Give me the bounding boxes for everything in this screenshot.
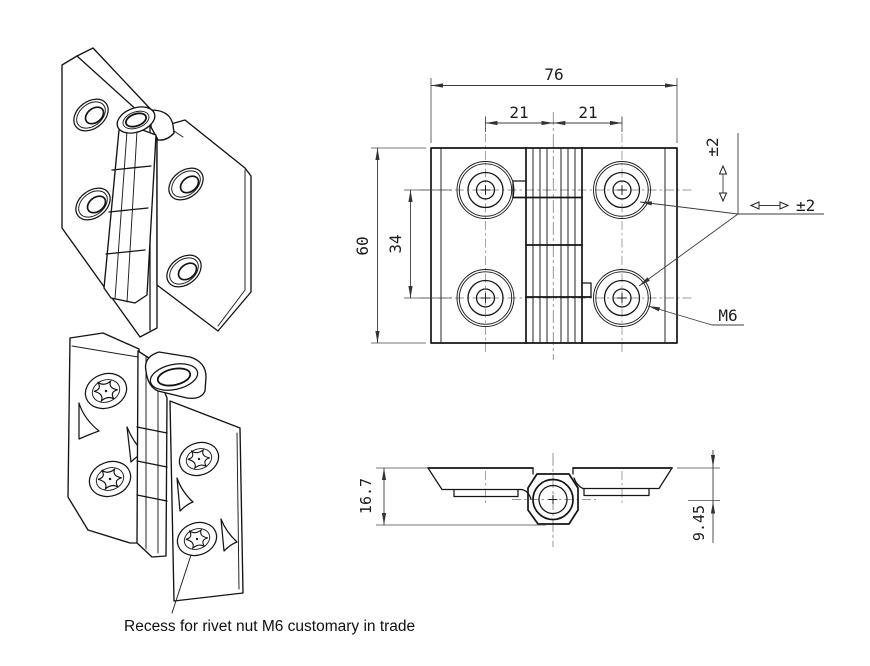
iso-front-pin-hole (116, 106, 156, 134)
dimension-hole-pitch-21: 21 21 (485, 103, 623, 132)
dimension-axis-offset-945: 9.45 (677, 450, 720, 543)
thread-m6-label: M6 (718, 306, 737, 325)
rivet-nut-recess (88, 460, 132, 498)
countersink-hole (168, 167, 204, 201)
iso-front-right-plate (156, 119, 252, 332)
countersink-hole (73, 98, 109, 132)
rivet-nut-recess (84, 372, 128, 410)
note-label: Recess for rivet nut M6 customary in tra… (124, 618, 415, 635)
rivet-nut-recess (176, 521, 218, 557)
iso-front-right-plate-edge (217, 169, 246, 327)
dim-60-label: 60 (353, 236, 372, 255)
dim-167-label: 16.7 (357, 478, 375, 514)
note-annotation: Recess for rivet nut M6 customary in tra… (124, 554, 415, 635)
iso-back-right-plate (169, 400, 244, 602)
note-leader-line (171, 554, 192, 614)
relief-cutout (176, 477, 194, 512)
iso-view-back (67, 332, 244, 602)
side-left-leaf (427, 467, 534, 500)
dim-21-left-label: 21 (509, 103, 528, 122)
tolerance-annotation: ±2 ±2 (638, 133, 824, 287)
iso-back-pin-hole (149, 363, 199, 391)
side-barrel (527, 473, 579, 525)
thread-callout: M6 (647, 305, 744, 326)
orthographic-side-view: 16.7 9.45 (357, 450, 720, 547)
iso-front-pin-flange (150, 109, 175, 141)
countersink-hole (166, 254, 202, 288)
tolerance-horizontal-label: ±2 (796, 196, 815, 215)
hole-bottom-left (456, 269, 515, 327)
dimension-width-76: 76 (430, 65, 678, 143)
knuckle-joint-lines (512, 196, 592, 298)
hole-top-right (593, 161, 651, 219)
iso-back-pin-flange (144, 351, 207, 400)
rivet-nut-recess (178, 441, 220, 477)
relief-cutout (78, 402, 100, 440)
relief-cutout (220, 518, 238, 552)
hole-top-left (456, 161, 515, 219)
centerline-hole-columns (485, 116, 623, 352)
side-right-leaf (572, 467, 673, 497)
dim-945-label: 9.45 (690, 505, 708, 541)
hole-bottom-right (593, 269, 651, 327)
dimension-height-60: 60 (353, 147, 426, 344)
dim-34-label: 34 (386, 234, 405, 253)
hinge-body-outline (430, 147, 678, 344)
countersink-hole (75, 187, 111, 221)
centerline-hole-rows (420, 189, 692, 299)
iso-back-knuckle-lines (136, 426, 168, 502)
iso-view-front (61, 47, 252, 338)
orthographic-front-view: 76 21 21 60 34 (353, 65, 824, 360)
dim-21-right-label: 21 (578, 103, 597, 122)
dimension-hole-pitch-34: 34 (386, 189, 452, 299)
dim-76-label: 76 (544, 65, 563, 84)
iso-front-knuckle-lines (105, 165, 152, 255)
dimension-thickness-167: 16.7 (357, 467, 546, 526)
tolerance-vertical-label: ±2 (703, 137, 722, 156)
